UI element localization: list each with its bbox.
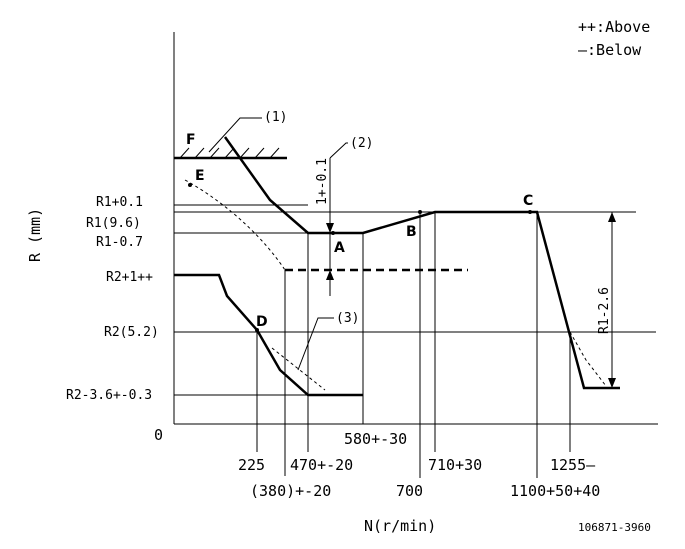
point-d-marker: [255, 328, 259, 332]
full-load-curve: [223, 136, 620, 390]
x-label-710: 710+30: [428, 456, 482, 474]
origin-label: 0: [154, 426, 163, 444]
point-d-label: D: [256, 314, 268, 330]
legend-above: ++:Above: [578, 18, 650, 36]
y-label-r1-minus: R1-0.7: [96, 235, 143, 250]
y-label-r1: R1(9.6): [86, 216, 141, 231]
y-label-r2-plus: R2+1++: [106, 270, 153, 285]
point-c-marker: [528, 210, 532, 214]
stroke-arrow-up-icon: [326, 270, 334, 280]
point-c-label: C: [523, 193, 533, 209]
callout-1-leader: [208, 117, 262, 153]
r1-drop-arrow-up-icon: [608, 212, 616, 222]
callout-2-leader: [329, 142, 348, 159]
point-e-marker: [188, 183, 192, 187]
x-label-1255: 1255—: [550, 456, 596, 474]
point-a-marker: [331, 231, 335, 235]
x-label-1100: 1100+50+40: [510, 482, 600, 500]
callout-3-leader: [297, 317, 334, 371]
r1-drop-arrow-down-icon: [608, 378, 616, 388]
point-a-label: A: [334, 240, 345, 256]
stroke-arrow-down-icon: [326, 223, 334, 233]
y-label-r2: R2(5.2): [104, 325, 159, 340]
curve-c-dashed: [569, 331, 607, 387]
point-b-label: B: [406, 224, 417, 240]
x-label-380: (380)+-20: [250, 482, 331, 500]
x-label-580: 580+-30: [344, 430, 407, 448]
idle-curve-dashed: [271, 347, 326, 391]
legend-below: —:Below: [578, 41, 642, 59]
y-label-r1-plus: R1+0.1: [96, 195, 143, 210]
point-f-label: F: [186, 132, 196, 148]
callout-1-label: (1): [264, 110, 287, 125]
x-axis-title: N(r/min): [364, 517, 436, 535]
r1-drop-label: R1-2.6: [597, 287, 612, 334]
point-b-marker: [418, 210, 422, 214]
x-label-700: 700: [396, 482, 423, 500]
x-label-225: 225: [238, 456, 265, 474]
drawing-code: 106871-3960: [578, 521, 651, 534]
x-label-470: 470+-20: [290, 456, 353, 474]
curve-e-dashed: [184, 179, 286, 271]
full-load-stop-hatch: [179, 147, 280, 159]
y-label-r2-minus: R2-3.6+-0.3: [66, 388, 152, 403]
y-axis-title: R (mm): [26, 208, 44, 262]
stroke-dimension-label: 1+-0.1: [315, 158, 330, 205]
point-e-label: E: [195, 168, 205, 184]
callout-3-label: (3): [336, 311, 359, 326]
idle-curve: [174, 273, 363, 397]
callout-2-label: (2): [350, 136, 373, 151]
